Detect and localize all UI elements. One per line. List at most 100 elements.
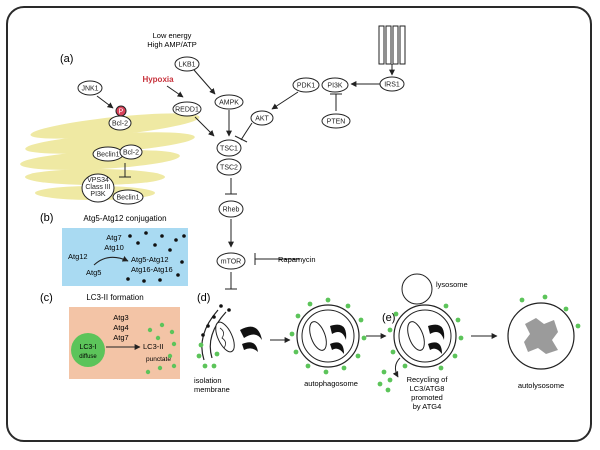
node-bcl2-mid: Bcl-2	[119, 144, 143, 160]
cargo-crescent-icon	[428, 324, 445, 340]
isolation-membrane: isolation membrane	[194, 304, 262, 394]
box-c-atg4: Atg4	[113, 323, 128, 332]
node-redd1: REDD1	[172, 101, 202, 117]
node-beclin1-top: Beclin1	[92, 146, 124, 162]
box-c-diffuse: diffuse	[79, 354, 97, 360]
node-akt: AKT	[250, 110, 274, 126]
box-b-atg12: Atg12	[68, 252, 88, 261]
hypoxia-label: Hypoxia	[142, 75, 174, 84]
cargo-crescent-icon	[330, 324, 347, 340]
autolysosome: autolysosome	[507, 294, 581, 390]
autophagosome-label: autophagosome	[304, 379, 358, 388]
node-lkb1: LKB1	[174, 56, 200, 72]
box-c-lc3-formation: LC3-II formation Atg3 Atg4 Atg7 LC3-I di…	[69, 293, 180, 379]
mito-cristae	[219, 327, 226, 349]
isolation-green-dots	[196, 342, 220, 369]
box-c-lc3ii: LC3-II	[143, 342, 163, 351]
panel-label-a: (a)	[60, 53, 73, 65]
svg-text:mTOR: mTOR	[221, 259, 241, 266]
phospho-badge: P	[115, 105, 127, 117]
recycling-line1: Recycling of	[407, 375, 449, 384]
rapamycin-label: Rapamycin	[278, 255, 316, 264]
node-mtor: mTOR	[216, 252, 246, 270]
svg-text:AKT: AKT	[255, 116, 269, 123]
svg-text:REDD1: REDD1	[175, 107, 199, 114]
svg-text:Rheb: Rheb	[223, 207, 240, 214]
isolation-label-line1: isolation	[194, 376, 222, 385]
svg-text:Bcl-2: Bcl-2	[123, 150, 139, 157]
svg-text:JNK1: JNK1	[81, 86, 98, 93]
node-pdk1: PDK1	[292, 77, 320, 93]
box-c-atg3: Atg3	[113, 313, 128, 322]
node-vps34: VPS34 Class III PI3K	[81, 173, 115, 203]
cargo-crescent-2-icon	[242, 342, 258, 352]
node-bcl2-phospho: Bcl-2	[108, 115, 132, 131]
node-pten: PTEN	[321, 113, 351, 129]
svg-text:Beclin1: Beclin1	[97, 152, 120, 159]
svg-text:VPS34: VPS34	[87, 177, 109, 184]
svg-text:TSC2: TSC2	[220, 165, 238, 172]
node-pi3k: PI3K	[321, 77, 349, 93]
svg-text:AMPK: AMPK	[219, 100, 239, 107]
recycled-lc3-dots	[377, 369, 393, 393]
autolysosome-green-dots	[519, 294, 581, 329]
isolation-label-line2: membrane	[194, 385, 230, 394]
box-b-title: Atg5-Atg12 conjugation	[83, 214, 166, 223]
box-c-atg7: Atg7	[113, 333, 128, 342]
node-ampk: AMPK	[214, 94, 244, 110]
panel-label-b: (b)	[40, 212, 53, 224]
autolysosome-label: autolysosome	[518, 381, 564, 390]
panel-label-c: (c)	[40, 292, 53, 304]
box-b-product1: Atg5-Atg12	[131, 255, 169, 264]
box-c-title: LC3-II formation	[86, 293, 143, 302]
node-rheb: Rheb	[218, 200, 244, 218]
fusion-green-dots	[387, 303, 464, 371]
box-c-lc3i: LC3-I	[79, 344, 96, 351]
box-b-conjugation: Atg5-Atg12 conjugation Atg7 Atg10 Atg12 …	[62, 214, 188, 286]
panel-label-d: (d)	[197, 292, 210, 304]
box-b-reaction-arrow	[93, 256, 129, 266]
fusion-stage: lysosome Recycling of LC3/ATG8 promoted …	[377, 273, 468, 411]
box-b-product2: Atg16-Atg16	[131, 265, 173, 274]
energy-label-line2: High AMP/ATP	[147, 40, 196, 49]
cargo-crescent-2-icon	[428, 342, 442, 354]
cargo-crescent-2-icon	[330, 342, 344, 354]
svg-text:Bcl-2: Bcl-2	[112, 121, 128, 128]
lysosome-label: lysosome	[436, 280, 468, 289]
panel-label-e: (e)	[382, 312, 395, 324]
box-b-atg5: Atg5	[86, 268, 101, 277]
node-beclin1-bottom: Beclin1	[112, 189, 144, 205]
node-irs1: IRS1	[379, 76, 405, 92]
autophagosome: autophagosome	[289, 297, 367, 388]
receptor-icon	[378, 25, 406, 65]
node-jnk1: JNK1	[77, 80, 103, 96]
lysosome-bubble	[401, 273, 433, 305]
mitochondrion-icon	[309, 321, 327, 351]
svg-text:Beclin1: Beclin1	[117, 195, 140, 202]
box-c-punctate: punctate	[146, 356, 171, 363]
node-tsc1: TSC1	[216, 139, 242, 157]
svg-text:PI3K: PI3K	[90, 191, 106, 198]
box-c-green-dots	[145, 322, 177, 375]
degraded-cargo-blob	[524, 318, 558, 354]
figure-border	[6, 6, 592, 442]
svg-text:PI3K: PI3K	[327, 83, 343, 90]
recycling-arrow	[392, 357, 401, 378]
box-b-atg7: Atg7	[106, 233, 121, 242]
svg-text:PTEN: PTEN	[327, 119, 346, 126]
recycling-line2: LC3/ATG8	[410, 384, 445, 393]
energy-label-line1: Low energy	[153, 31, 192, 40]
node-tsc2: TSC2	[216, 158, 242, 176]
svg-text:P: P	[119, 109, 124, 116]
svg-text:TSC1: TSC1	[220, 146, 238, 153]
lc3-i-blob	[71, 333, 105, 367]
recycling-line3: promoted	[411, 393, 443, 402]
mitochondrion-icon	[215, 321, 235, 353]
mitochondrion-icon	[407, 321, 425, 351]
box-b-dots	[126, 231, 186, 283]
svg-text:IRS1: IRS1	[384, 82, 400, 89]
autophagosome-green-dots	[289, 297, 367, 375]
svg-text:PDK1: PDK1	[297, 83, 315, 90]
